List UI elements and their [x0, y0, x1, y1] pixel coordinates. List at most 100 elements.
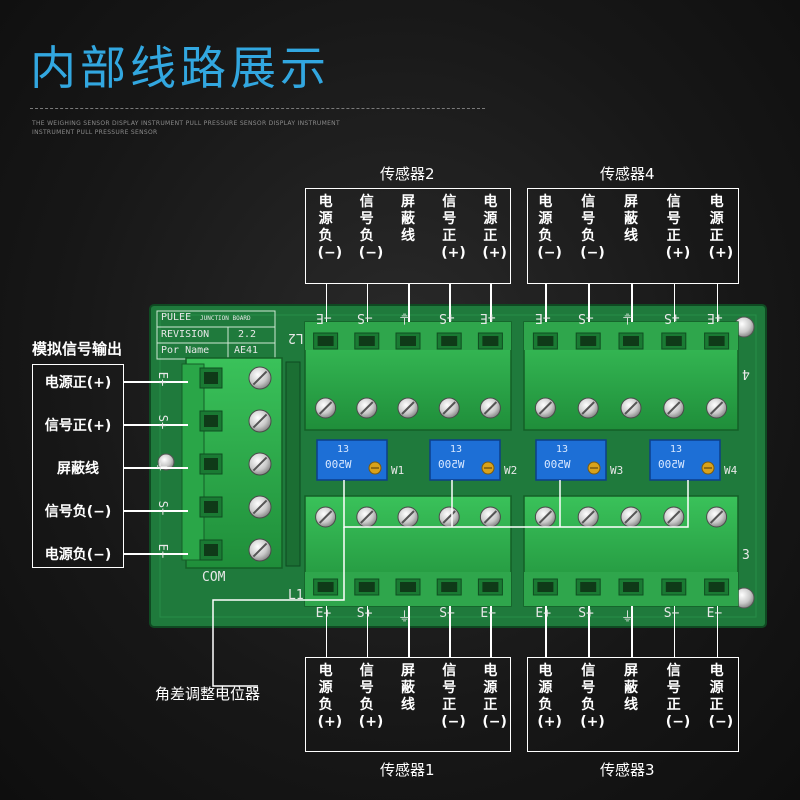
pot-label-4: W4	[724, 464, 738, 477]
sensor-leader-s1-3	[449, 606, 451, 657]
sensor-pin-label-s1-0: 电源负(+)	[317, 663, 343, 730]
sensor-pin-label-s2-0: 电源负(−)	[317, 194, 343, 261]
sensor-name-s2: 传感器2	[380, 165, 435, 183]
terminal-screw-tb-s3-2	[620, 506, 642, 528]
title-divider	[30, 108, 485, 109]
output-screw-0	[248, 366, 272, 390]
output-label-box	[32, 364, 124, 568]
sensor-term-s1-0: E+	[315, 606, 332, 621]
sensor-leader-s4-3	[673, 284, 676, 322]
output-leader-1	[124, 424, 188, 426]
sensor-name-s3: 传感器3	[600, 761, 655, 779]
sensor-leader-s4-2	[631, 284, 633, 322]
wire-entry-tb-s1-4	[477, 578, 503, 596]
output-pin-label-2: 屏蔽线	[57, 461, 99, 477]
wire-entry-tb-s3-0	[532, 578, 558, 596]
output-screw-4	[248, 538, 272, 562]
pot-label: 角差调整电位器	[155, 685, 261, 703]
sensor-pin-label-s3-0: 电源负(+)	[537, 663, 562, 730]
output-screw-2	[248, 452, 272, 476]
wire-entry-tb-s4-4	[704, 332, 730, 350]
terminal-screw-tb-s1-0	[315, 506, 337, 528]
sensor-leader-s1-0	[325, 606, 328, 657]
wire-entry-tb-s2-3	[436, 332, 462, 350]
subtitle-line-2: INSTRUMENT PULL PRESSURE SENSOR	[32, 129, 158, 136]
wire-entry-tb-s2-2	[395, 332, 421, 350]
terminal-screw-tb-s2-0	[315, 397, 337, 419]
terminal-screw-tb-s3-3	[663, 506, 685, 528]
terminal-screw-tb-s2-2	[397, 397, 419, 419]
sensor-pin-label-s1-4: 电源正(−)	[482, 663, 507, 730]
sensor-box-s2	[305, 188, 511, 284]
sensor-term-s4-3: +S	[663, 310, 680, 325]
pot-code-2: 13	[450, 444, 463, 455]
terminal-screw-tb-s3-4	[706, 506, 728, 528]
potentiometer-3[interactable]	[535, 439, 607, 481]
output-term-3: S−	[156, 500, 171, 516]
pot-label-3: W3	[610, 464, 624, 477]
board-pn-label: Por Name	[161, 345, 210, 356]
sensor-pin-label-s1-2: 屏蔽线	[401, 663, 415, 713]
sensor-term-s2-0: −E	[315, 310, 332, 325]
sensor-leader-s2-1	[366, 284, 369, 322]
terminal-block-s3	[523, 495, 739, 607]
pot-code-4: 13	[670, 444, 683, 455]
sensor-leader-s4-0	[545, 284, 547, 322]
sensor-pin-label-s3-1: 信号负(+)	[580, 663, 605, 730]
sensor-leader-s3-4	[716, 606, 719, 657]
wire-entry-tb-s4-0	[532, 332, 558, 350]
output-term-0: E+	[156, 371, 171, 387]
terminal-screw-tb-s4-2	[620, 397, 642, 419]
sensor-leader-s1-4	[490, 606, 492, 657]
terminal-screw-tb-s3-1	[577, 506, 599, 528]
wire-entry-tb-s3-3	[661, 578, 687, 596]
wire-entry-tb-s1-1	[354, 578, 380, 596]
sensor-term-s4-1: −S	[578, 310, 594, 325]
potentiometer-4[interactable]	[649, 439, 721, 481]
sensor-leader-s2-4	[490, 284, 492, 322]
potentiometer-2[interactable]	[429, 439, 501, 481]
terminal-screw-tb-s1-1	[356, 506, 378, 528]
output-leader-2	[124, 467, 188, 469]
mount-hole-l	[157, 453, 175, 471]
output-screw-1	[248, 409, 272, 433]
potentiometer-1[interactable]	[316, 439, 388, 481]
output-pin-label-1: 信号正(+)	[44, 418, 112, 434]
sensor-term-s2-3: +S	[439, 310, 455, 325]
board-l1-label: L1	[288, 588, 304, 603]
terminal-screw-tb-s4-1	[577, 397, 599, 419]
sensor-pin-label-s4-3: 信号正(+)	[665, 194, 691, 261]
output-terminal-block	[181, 357, 283, 569]
subtitle-line-1: THE WEIGHING SENSOR DISPLAY INSTRUMENT P…	[32, 120, 340, 127]
sensor-term-s1-4: E−	[480, 606, 497, 621]
output-pin-label-0: 电源正(+)	[44, 375, 112, 391]
sensor-term-s2-2: ⏚	[398, 310, 412, 325]
output-screw-3	[248, 495, 272, 519]
sensor-leader-s3-1	[588, 606, 590, 657]
sensor-pin-label-s4-2: 屏蔽线	[624, 194, 638, 244]
sensor-term-s1-3: S−	[439, 606, 455, 621]
sensor-term-s3-4: E−	[706, 606, 723, 621]
output-wire-entry-3	[199, 496, 223, 518]
terminal-screw-tb-s2-4	[479, 397, 501, 419]
sensor-leader-s2-2	[408, 284, 410, 322]
sensor-term-s4-0: −E	[535, 310, 552, 325]
terminal-block-s1	[304, 495, 512, 607]
wire-entry-tb-s2-0	[313, 332, 339, 350]
terminal-screw-tb-s1-2	[397, 506, 419, 528]
sensor-term-s3-0: E+	[535, 606, 552, 621]
pot-code-3: 13	[556, 444, 569, 455]
sensor-leader-s3-2	[631, 606, 633, 657]
sensor-pin-label-s3-2: 屏蔽线	[624, 663, 638, 713]
board-brand-small: JUNCTION BOARD	[200, 315, 251, 322]
board-pn-value: AE41	[234, 345, 259, 356]
terminal-block-s4	[523, 321, 739, 431]
pot-label-1: W1	[391, 464, 405, 477]
sensor-term-s2-4: +E	[480, 310, 497, 325]
terminal-screw-tb-s2-1	[356, 397, 378, 419]
sensor-leader-s2-3	[449, 284, 451, 322]
output-term-4: E−	[156, 543, 171, 559]
sensor-box-s3	[527, 657, 739, 752]
sensor-name-s1: 传感器1	[380, 761, 435, 779]
output-leader-3	[124, 510, 188, 512]
